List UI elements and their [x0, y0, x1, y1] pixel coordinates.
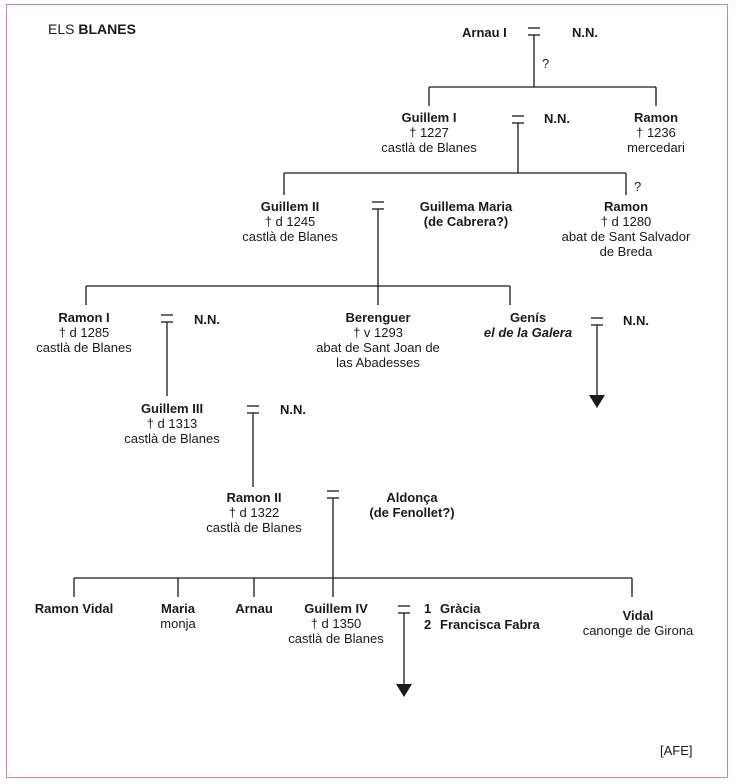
spouse-entry-1: 1 Gràcia [424, 601, 540, 617]
death-date: † v 1293 [353, 325, 403, 340]
person-name: Genís [509, 310, 547, 325]
person-name: Vidal [622, 608, 654, 623]
person-role-cont: de Breda [599, 244, 653, 259]
person-role: monja [160, 616, 196, 631]
death-date: † d 1322 [228, 505, 280, 520]
person-role: castlà de Blanes [242, 229, 338, 244]
spouse-guillem-ii: Guillema Maria (de Cabrera?) [404, 199, 528, 229]
person-role: abat de Sant Salvador [561, 229, 691, 244]
person-name: Arnau [235, 601, 273, 616]
person-role: mercedari [627, 140, 685, 155]
spouse-ramon-i: N.N. [194, 312, 220, 327]
spouse-genis: N.N. [623, 313, 649, 328]
death-date: † d 1313 [146, 416, 198, 431]
person-role: castlà de Blanes [206, 520, 302, 535]
person-genis: Genís el de la Galera [466, 310, 590, 340]
spouse-guillem-i: N.N. [544, 111, 570, 126]
spouse-arnau-i-name: N.N. [572, 25, 598, 40]
person-name: Ramon II [226, 490, 282, 505]
spouses-guillem-iv: 1 Gràcia 2 Francisca Fabra [424, 601, 540, 633]
person-ramon-mercedari: Ramon † 1236 mercedari [616, 110, 696, 155]
person-guillem-iii: Guillem III † d 1313 castlà de Blanes [112, 401, 232, 446]
spouse-name: N.N. [194, 312, 220, 327]
person-name: Ramon [633, 110, 679, 125]
person-role-cont: las Abadesses [336, 355, 420, 370]
spouse-name-qualifier: (de Fenollet?) [369, 505, 455, 520]
spouse-index: 2 [424, 617, 432, 632]
spouse-name-qualifier: (de Cabrera?) [423, 214, 509, 229]
person-epithet: el de la Galera [483, 325, 573, 340]
person-name: Berenguer [345, 310, 411, 325]
person-role: castlà de Blanes [381, 140, 477, 155]
death-date: † d 1285 [58, 325, 110, 340]
chart-title-family: BLANES [78, 21, 136, 37]
spouse-arnau-i: N.N. [572, 25, 598, 40]
spouse-entry-2: 2 Francisca Fabra [424, 617, 540, 633]
person-role: castlà de Blanes [124, 431, 220, 446]
page-border [6, 4, 728, 778]
spouse-name: N.N. [623, 313, 649, 328]
source-credit: [AFE] [660, 743, 693, 758]
person-vidal: Vidal canonge de Girona [570, 608, 706, 638]
spouse-name: Gràcia [440, 601, 481, 616]
person-ramon-vidal: Ramon Vidal [22, 601, 126, 616]
chart-title: ELS BLANES [48, 22, 136, 37]
person-role: castlà de Blanes [36, 340, 132, 355]
person-name: Guillem II [260, 199, 320, 214]
person-name: Ramon [603, 199, 649, 214]
death-date: † 1236 [636, 125, 676, 140]
death-date: † 1227 [409, 125, 449, 140]
uncertain-mark-ramon-abat: ? [634, 179, 642, 194]
continuation-arrow-guillem-iv [396, 684, 412, 697]
spouse-guillem-iii: N.N. [280, 402, 306, 417]
person-guillem-i: Guillem I † 1227 castlà de Blanes [369, 110, 489, 155]
death-date: † d 1350 [310, 616, 362, 631]
person-ramon-i: Ramon I † d 1285 castlà de Blanes [26, 310, 142, 355]
person-name: Ramon Vidal [34, 601, 114, 616]
person-name: Guillem IV [304, 601, 368, 616]
spouse-name: Guillema Maria [419, 199, 513, 214]
spouse-index: 1 [424, 601, 432, 616]
continuation-arrow-genis [589, 395, 605, 408]
person-maria: Maria monja [148, 601, 208, 631]
person-arnau-i: Arnau I [462, 25, 507, 40]
person-name: Guillem I [401, 110, 457, 125]
spouse-name: N.N. [544, 111, 570, 126]
person-role: castlà de Blanes [288, 631, 384, 646]
person-name: Guillem III [140, 401, 204, 416]
death-date: † d 1280 [600, 214, 652, 229]
person-arnau-i-name: Arnau I [462, 25, 507, 40]
uncertain-mark-arnau-i: ? [542, 56, 550, 71]
person-ramon-abat: Ramon † d 1280 abat de Sant Salvador de … [551, 199, 701, 259]
person-guillem-iv: Guillem IV † d 1350 castlà de Blanes [276, 601, 396, 646]
spouse-name: N.N. [280, 402, 306, 417]
person-name: Maria [161, 601, 195, 616]
spouse-ramon-ii: Aldonça (de Fenollet?) [360, 490, 464, 520]
chart-title-prefix: ELS [48, 21, 79, 37]
person-berenguer: Berenguer † v 1293 abat de Sant Joan de … [303, 310, 453, 370]
death-date: † d 1245 [264, 214, 316, 229]
person-ramon-ii: Ramon II † d 1322 castlà de Blanes [194, 490, 314, 535]
spouse-name: Francisca Fabra [440, 617, 540, 632]
spouse-name: Aldonça [386, 490, 438, 505]
person-name: Ramon I [58, 310, 110, 325]
person-guillem-ii: Guillem II † d 1245 castlà de Blanes [226, 199, 354, 244]
person-role: abat de Sant Joan de [316, 340, 440, 355]
person-arnau: Arnau [226, 601, 282, 616]
person-role: canonge de Girona [582, 623, 694, 638]
